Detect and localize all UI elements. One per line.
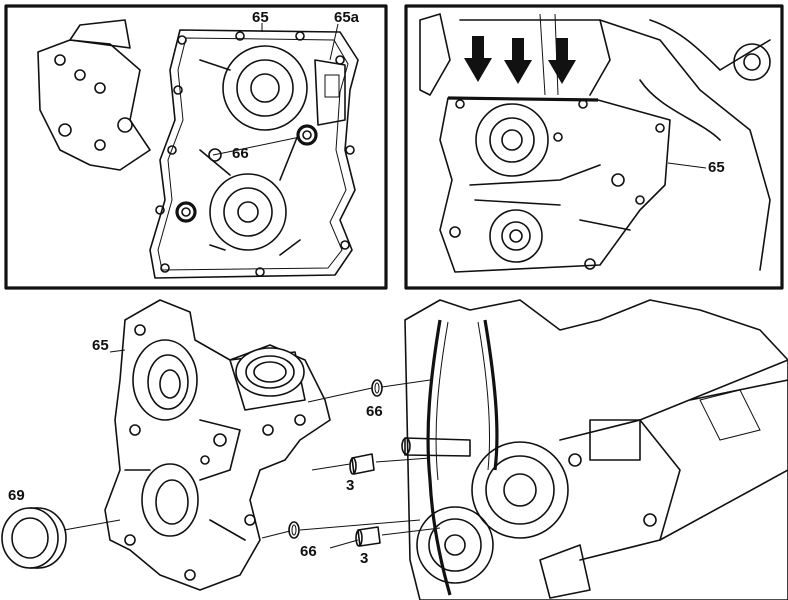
label-69: 69 (8, 487, 25, 504)
panel-top-left: 65 65a 66 (4, 4, 388, 290)
label-65a: 65a (334, 9, 360, 26)
label-65-bottom: 65 (92, 337, 109, 354)
label-66-upper: 66 (366, 403, 383, 420)
panel-top-right: 65 (404, 4, 784, 290)
radial-seal-69 (1, 507, 67, 569)
timing-cover-outline-right (439, 97, 671, 273)
panel-bottom: 65 66 3 66 3 69 (1, 299, 788, 600)
timing-cover-outline (149, 29, 359, 279)
o-ring-66-lower (288, 521, 300, 539)
label-65: 65 (252, 9, 269, 26)
label-66-lower: 66 (300, 543, 317, 560)
sleeve-3-lower (355, 526, 381, 547)
label-3-upper: 3 (346, 477, 354, 494)
front-cover-65 (104, 299, 331, 591)
engine-front (401, 299, 788, 600)
assembly-leaders (63, 349, 441, 549)
bolt-66-markers (175, 124, 318, 223)
o-ring-66-upper (371, 379, 383, 397)
label-66: 66 (232, 145, 249, 162)
down-arrow-icon (464, 36, 576, 84)
label-3-lower: 3 (360, 550, 368, 567)
label-65-right: 65 (708, 159, 725, 176)
sleeve-3-upper (349, 453, 375, 475)
